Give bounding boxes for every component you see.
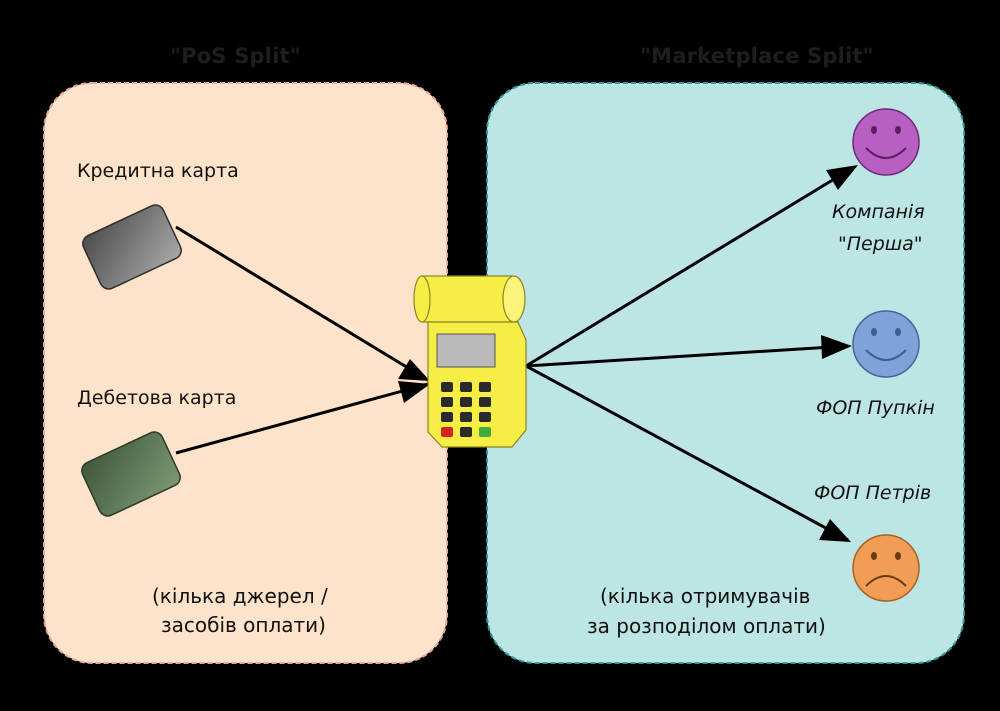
marketplace-split-note-line1: (кілька отримувачів <box>600 584 811 608</box>
arrow-credit-to-terminal <box>175 225 429 382</box>
smiley-face-icon <box>852 310 920 378</box>
terminal-keypad <box>441 382 491 437</box>
marketplace-split-note-line2: за розподілом оплати) <box>587 614 826 638</box>
arrowhead-credit <box>398 359 430 381</box>
debit-card-icon <box>81 431 181 517</box>
marketplace-split-title: "Marketplace Split" <box>640 44 874 68</box>
pos-split-note-line1: (кілька джерел / <box>152 584 328 608</box>
sad-face-icon <box>852 534 920 602</box>
credit-card-label: Кредитна карта <box>77 160 239 182</box>
arrow-debit-to-terminal <box>175 382 429 455</box>
pos-terminal-icon <box>413 275 527 448</box>
arrowhead-recipient-1 <box>826 165 858 190</box>
arrowhead-recipient-2 <box>821 335 852 359</box>
arrowhead-debit <box>398 381 430 403</box>
arrowhead-recipient-3 <box>819 519 851 542</box>
arrow-terminal-to-recipient-3 <box>525 364 849 542</box>
terminal-screen <box>436 333 496 368</box>
recipient-3-label: ФОП Петрів <box>814 482 932 504</box>
smiley-face-icon <box>852 108 920 176</box>
arrow-terminal-to-recipient-1 <box>525 165 855 368</box>
debit-card-label: Дебетова карта <box>77 387 237 409</box>
recipient-1-label-line2: "Перша" <box>838 233 923 255</box>
arrow-terminal-to-recipient-2 <box>525 344 849 368</box>
recipient-2-label: ФОП Пупкін <box>816 397 935 419</box>
recipient-1-label-line1: Компанія <box>832 201 925 223</box>
pos-split-note-line2: засобів оплати) <box>161 613 326 637</box>
credit-card-icon <box>82 204 182 290</box>
pos-split-title: "PoS Split" <box>170 44 301 68</box>
